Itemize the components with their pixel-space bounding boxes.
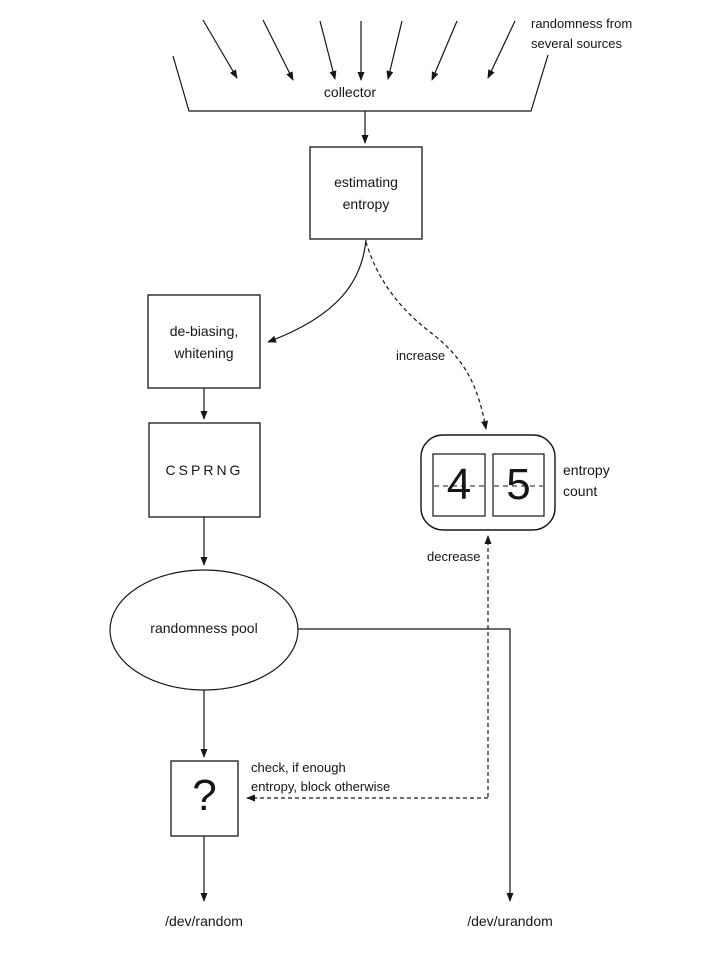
- decrease-label: decrease: [427, 549, 481, 564]
- estimating-line1: estimating: [334, 174, 398, 190]
- counter-digit-cell-2: [492, 453, 545, 517]
- entropy-count-line1: entropy: [563, 462, 610, 478]
- check-note-line2: entropy, block otherwise: [251, 779, 391, 794]
- entropy-counter-digit-2: 5: [506, 460, 531, 509]
- source-arrow-3: [319, 20, 337, 80]
- source-arrow-1: [202, 19, 238, 79]
- collector-funnel-shape: [172, 54, 549, 112]
- counter-digit-cell-1: [432, 453, 486, 517]
- edge-pool-to-devurandom: [298, 628, 514, 902]
- debiasing-line1: de-biasing,: [169, 322, 239, 339]
- randomness-pool-label: randomness pool: [150, 620, 258, 636]
- estimating-entropy-label: estimating entropy: [310, 147, 422, 239]
- source-arrow-5: [386, 20, 403, 80]
- source-arrow-6: [431, 20, 458, 81]
- increase-label: increase: [396, 348, 446, 363]
- edge-increase-dashed: [365, 241, 489, 430]
- entropy-count-label: entropy count: [563, 460, 610, 502]
- source-note-line1: randomness from: [531, 16, 633, 31]
- debiasing-line2: whitening: [174, 344, 234, 361]
- estimating-line2: entropy: [342, 196, 390, 212]
- check-note-line1: check, if enough: [251, 760, 346, 775]
- source-arrow-2: [262, 19, 294, 81]
- check-note: check, if enough entropy, block otherwis…: [251, 758, 390, 796]
- source-arrows: [202, 19, 516, 81]
- csprng-label: CSPRNG: [165, 462, 244, 478]
- collector-label: collector: [323, 84, 377, 100]
- entropy-counter-digit-1: 4: [446, 460, 472, 509]
- source-note-line2: several sources: [531, 36, 623, 51]
- entropy-counter-box: [420, 434, 556, 531]
- entropy-count-line2: count: [563, 483, 598, 499]
- dev-random-label: /dev/random: [165, 913, 243, 929]
- dev-urandom-label: /dev/urandom: [467, 913, 553, 929]
- source-note: randomness from several sources: [531, 14, 632, 54]
- check-question-mark: ?: [192, 770, 217, 820]
- edge-estimating-to-debiasing: [267, 239, 367, 343]
- source-arrow-7: [487, 20, 516, 79]
- debiasing-label: de-biasing, whitening: [148, 295, 260, 388]
- estimating-entropy-box: [309, 146, 423, 240]
